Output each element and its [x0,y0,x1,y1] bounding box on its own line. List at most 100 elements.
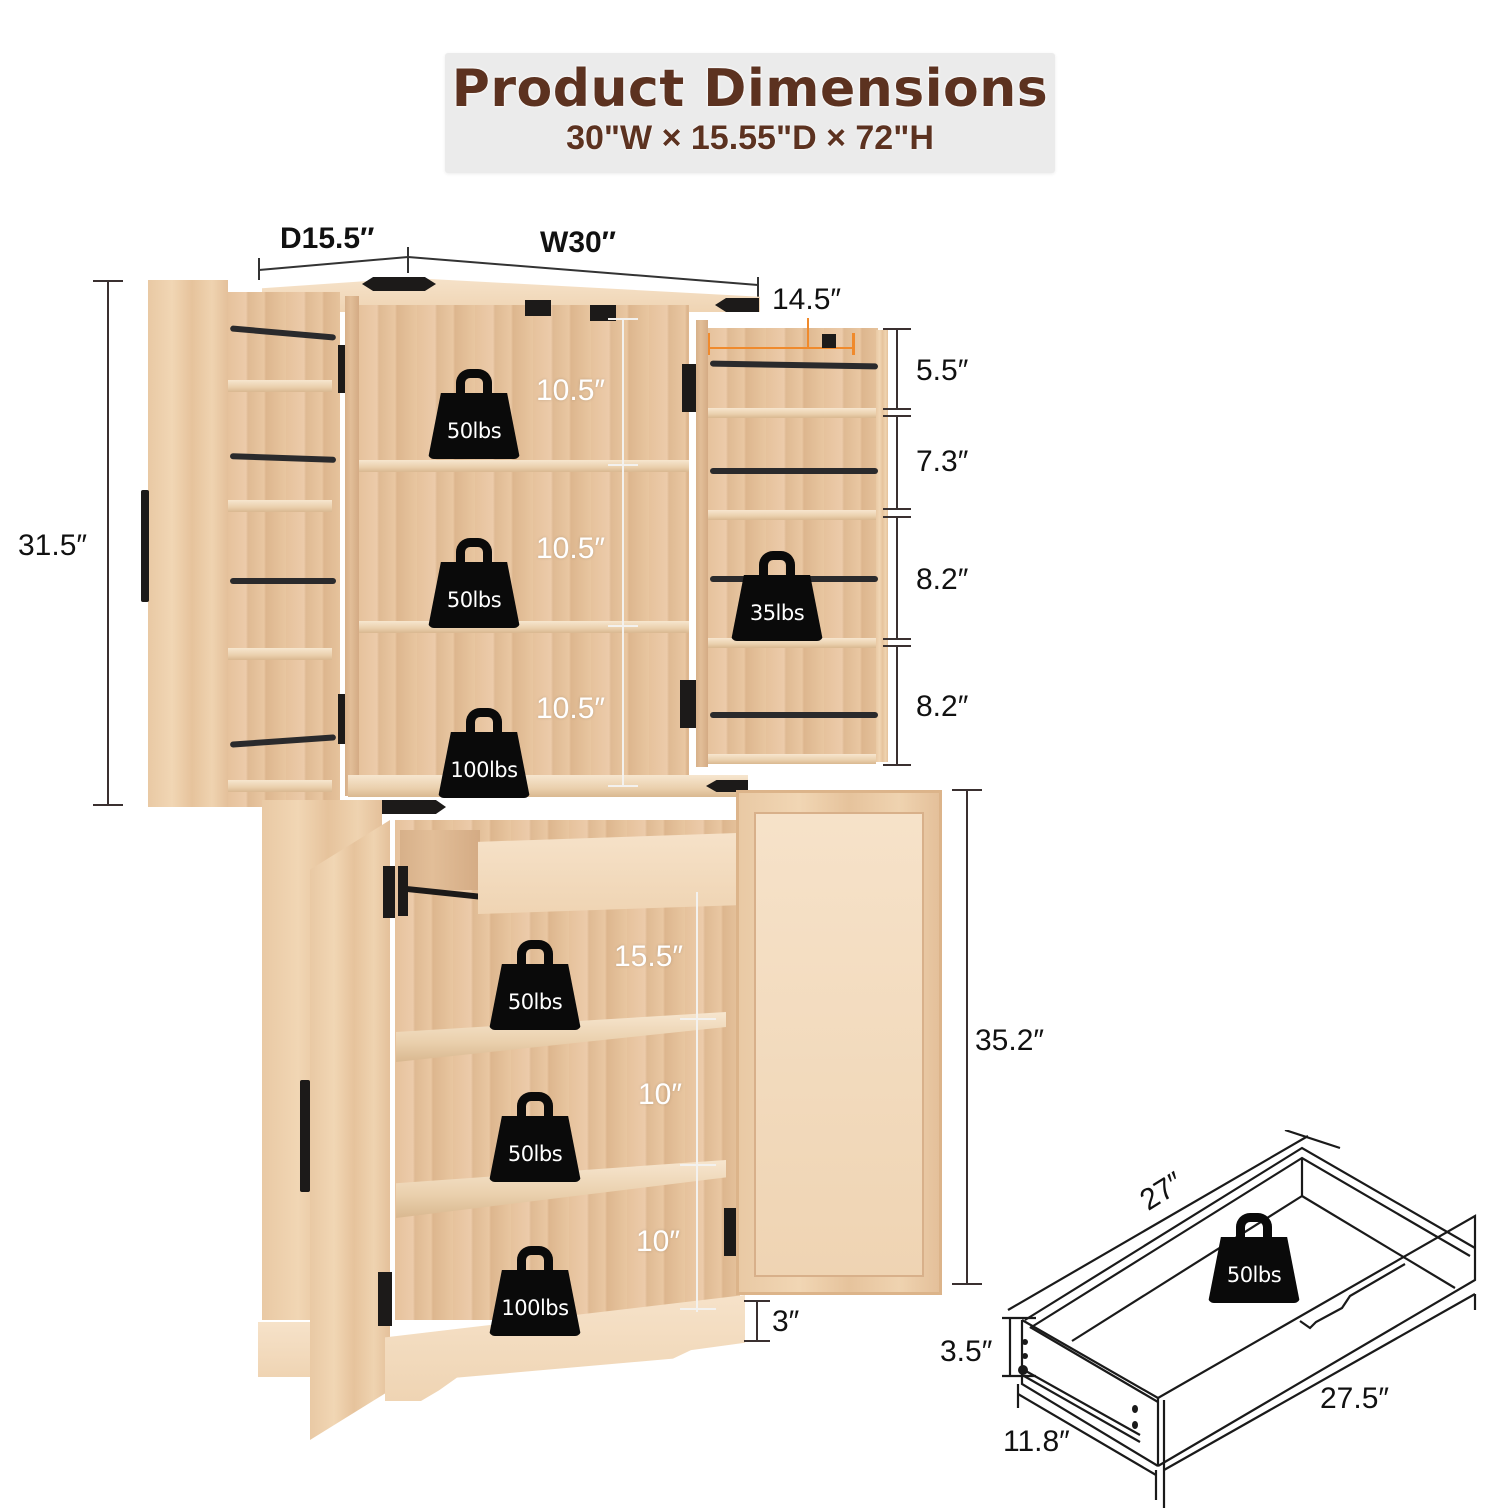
weight-icon: 100lbs [489,1246,581,1338]
right-door-edge [696,320,708,767]
gap-line [896,415,898,508]
depth-label: D15.5″ [280,222,375,255]
measure-tick [608,785,638,787]
drawer-load: 50lbs [1226,1263,1282,1287]
upper-shelf [359,460,689,472]
left-door-rack [228,292,340,807]
bracket-icon [362,277,436,291]
right-door-rack [708,328,878,760]
measure-tick [608,625,638,627]
gap-tick [883,408,911,410]
gap-line [896,516,898,639]
upper-bottom-board [348,775,748,797]
rack-rod [710,468,878,474]
drawer-slide-icon [398,866,408,916]
title-banner: Product Dimensions 30"W × 15.55"D × 72"H [445,53,1055,173]
lower-load-2: 50lbs [507,1142,563,1166]
gap-tick [883,516,911,518]
left-rack-shelf [228,780,332,792]
weight-icon: 50lbs [428,369,520,461]
tick-bottom [93,804,123,806]
banner-subtitle: 30"W × 15.55"D × 72"H [566,119,934,157]
latch-icon [525,300,551,316]
drawer-height-label: 3.5″ [940,1335,993,1368]
weight-icon: 50lbs [1208,1213,1300,1305]
door-inner-width-label: 14.5″ [772,283,842,316]
weight-icon: 50lbs [489,1092,581,1184]
measure-tick [608,318,638,320]
gap-tick [883,764,911,766]
upper-load-2: 50lbs [446,588,502,612]
gap-tick [883,638,911,640]
upper-shelf-height-1: 10.5″ [536,374,606,407]
measure-tick [680,1308,716,1310]
base-height-label: 3″ [772,1305,800,1338]
rack-rod [230,578,336,584]
left-door-edge [148,280,228,807]
left-rack-shelf [228,380,332,392]
door-handle-icon [300,1080,310,1192]
measure-tick [680,1164,716,1166]
measure-tick [680,1018,716,1020]
right-rack-shelf [708,510,876,520]
upper-measure-line [622,318,624,786]
right-door-side [876,330,888,762]
gap-tick [883,645,911,647]
rack-gap-2: 7.3″ [916,445,969,478]
rack-gap-1: 5.5″ [916,354,969,387]
right-rack-shelf [708,638,876,648]
upper-height-line [107,280,109,806]
door-panel [754,812,924,1277]
lower-load-3: 100lbs [501,1296,569,1320]
tick-bottom [952,1283,982,1285]
lower-left-door [310,820,390,1440]
upper-load-1: 50lbs [446,419,502,443]
gap-line [896,645,898,765]
hinge-icon [680,680,700,728]
upper-back-panel [359,305,689,785]
drawer-line-drawing [1002,1130,1477,1508]
rack-rod [710,712,878,718]
upper-shelf [359,621,689,633]
lower-load-1: 50lbs [507,990,563,1014]
accent-line [807,318,809,348]
weight-icon: 100lbs [438,708,530,800]
upper-shelf-height-3: 10.5″ [536,692,606,725]
bracket-icon [715,298,759,312]
upper-shelf-height-2: 10.5″ [536,532,606,565]
lower-height-line [966,789,968,1285]
drawer-width-label: 11.8″ [1003,1425,1070,1458]
hinge-icon [378,1272,392,1326]
rack-gap-4: 8.2″ [916,690,969,723]
top-dimension-lines [258,247,759,307]
weight-icon: 50lbs [489,940,581,1032]
banner-title: Product Dimensions [451,59,1049,119]
gap-line [896,328,898,410]
drawer-front [478,832,768,914]
door-handle-icon [141,490,149,602]
hinge-icon [383,866,397,918]
accent-line [708,347,854,349]
rack-load: 35lbs [749,601,805,625]
base-height-line [756,1300,758,1342]
rack-gap-3: 8.2″ [916,563,969,596]
upper-height-label: 31.5″ [18,529,88,562]
drawer-outer-length-label: 27.5″ [1320,1382,1390,1415]
gap-tick [883,415,911,417]
gap-tick [883,508,911,510]
latch-icon [590,305,616,321]
measure-tick [608,464,638,466]
lower-shelf-height-1: 15.5″ [614,940,684,973]
left-side-panel [345,296,359,796]
lower-measure-line [696,892,698,1312]
width-label: W30″ [540,226,617,259]
right-rack-shelf [708,754,876,764]
latch-icon [822,334,836,348]
bracket-icon [706,780,748,792]
accent-line [708,333,710,355]
drawer-side [400,830,480,890]
weight-icon: 50lbs [428,538,520,630]
left-rack-shelf [228,648,332,660]
lower-height-label: 35.2″ [975,1024,1045,1057]
accent-line [852,333,855,355]
